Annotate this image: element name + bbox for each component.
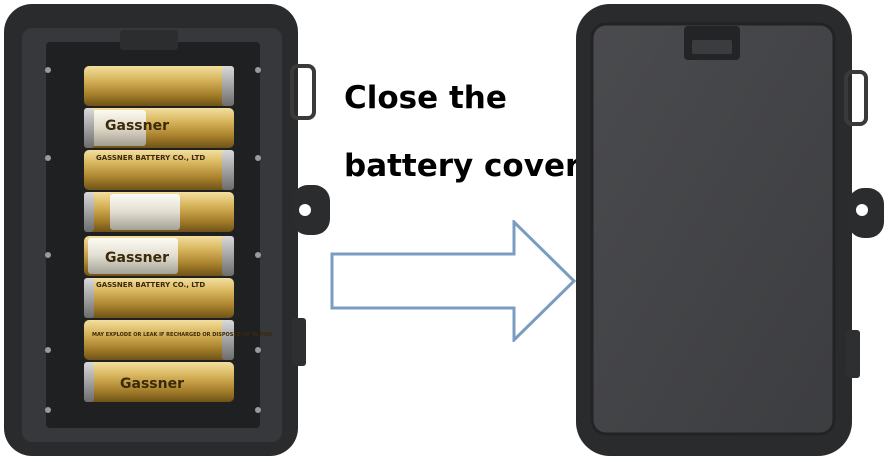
battery-company-label: GASSNER BATTERY CO., LTD — [96, 154, 205, 162]
closed-battery-cover-photo — [576, 4, 884, 456]
battery — [84, 320, 234, 360]
battery — [84, 278, 234, 318]
battery — [84, 362, 234, 402]
right-arrow-icon — [330, 220, 577, 342]
battery-brand-label: Gassner — [120, 376, 184, 392]
battery-brand-label: Gassner — [105, 118, 169, 134]
instruction-line-2: battery cover — [344, 148, 581, 184]
battery-company-label: GASSNER BATTERY CO., LTD — [96, 281, 205, 289]
battery — [84, 236, 234, 276]
battery — [84, 108, 234, 148]
instruction-line-1: Close the — [344, 80, 507, 116]
battery — [84, 66, 234, 106]
battery-brand-label: Gassner — [105, 250, 169, 266]
battery-warning-label: MAY EXPLODE OR LEAK IF RECHARGED OR DISP… — [92, 332, 274, 338]
battery — [84, 150, 234, 190]
battery — [84, 192, 234, 232]
open-battery-compartment-photo: Gassner GASSNER BATTERY CO., LTD Gassner… — [4, 4, 330, 456]
